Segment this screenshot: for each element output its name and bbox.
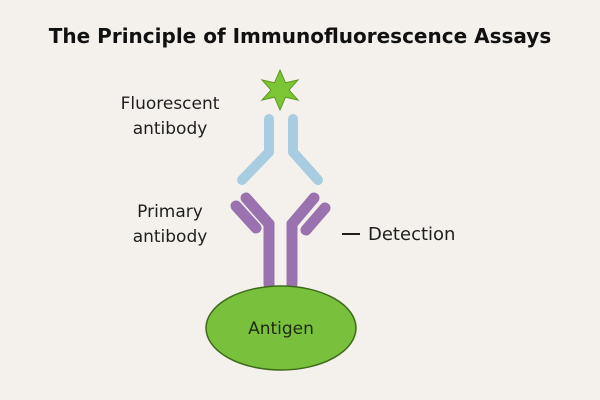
fluorescent-antibody-label-line1: Fluorescent [120,94,220,114]
primary-antibody-right-inner-arm [286,192,320,230]
primary-antibody-left-outer-arm [230,200,262,234]
star-icon [260,68,300,112]
antigen-label: Antigen [248,319,314,339]
page-title: The Principle of Immunofluorescence Assa… [48,24,552,48]
antigen [205,285,357,371]
primary-antibody [230,192,331,290]
detection-label: Detection [342,222,455,247]
primary-antibody-left-inner-arm [240,192,275,230]
fluorescent-antibody-label: Fluorescent antibody [100,92,240,142]
fluorescent-antibody-label-line2: antibody [132,119,208,139]
detection-dash [342,233,360,235]
secondary-antibody [237,114,323,185]
detection-label-text: Detection [368,224,456,245]
primary-antibody-label-line2: antibody [132,227,208,247]
secondary-antibody-left-leg [237,147,274,185]
primary-antibody-label-line1: Primary [137,202,203,222]
secondary-antibody-right-leg [288,147,323,185]
primary-antibody-right-outer-arm [300,202,331,236]
primary-antibody-label: Primary antibody [100,200,240,250]
